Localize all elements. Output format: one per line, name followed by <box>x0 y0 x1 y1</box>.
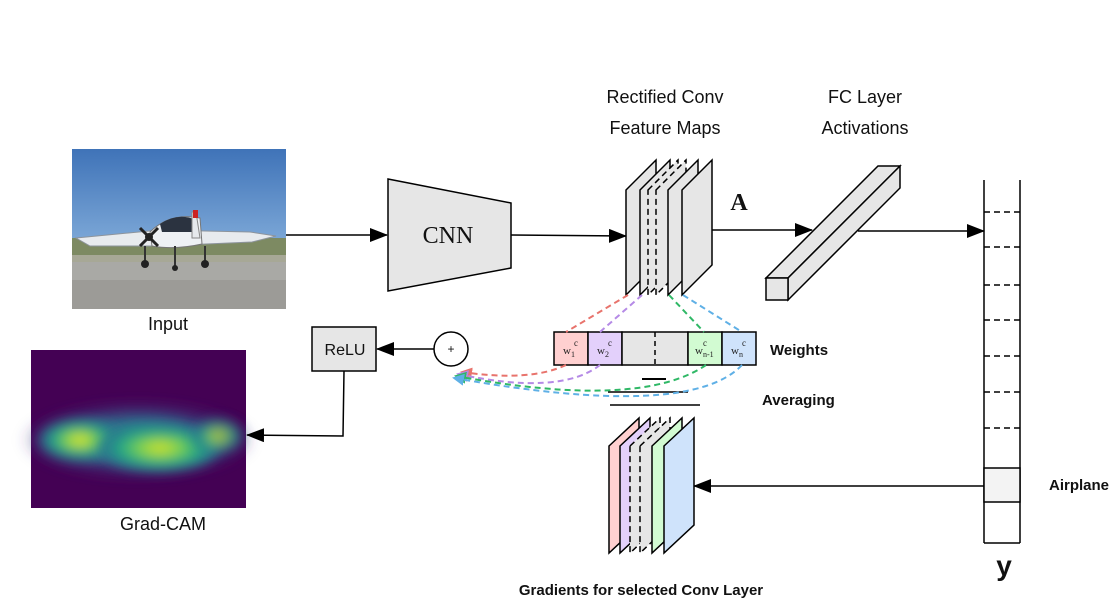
input-label: Input <box>148 314 188 334</box>
fc-layer-bar <box>764 164 902 302</box>
airplane-class-cell <box>983 467 1021 503</box>
weight-cell-wn <box>721 331 757 366</box>
y-symbol: y <box>996 550 1012 581</box>
fc-title-line1: FC Layer <box>828 87 902 107</box>
plus-symbol: + <box>447 342 454 356</box>
relu-label: ReLU <box>325 342 366 359</box>
weights-row: w1 c w2 c wn-1 c wn c <box>553 331 757 366</box>
gradcam-label: Grad-CAM <box>120 514 206 534</box>
relu-to-gradcam-arrow <box>246 370 345 443</box>
a-symbol: A <box>730 190 748 216</box>
airplane-label: Airplane <box>1049 477 1109 494</box>
feature-to-weight-connectors <box>565 294 743 333</box>
svg-text:w1: w1 <box>563 345 575 359</box>
cnn-block: CNN <box>387 178 512 292</box>
feature-maps-stack <box>625 158 713 297</box>
cnn-label: CNN <box>423 223 474 249</box>
featuremaps-title-line1: Rectified Conv <box>606 87 723 107</box>
gradcam-heatmap <box>20 350 256 508</box>
svg-text:w2: w2 <box>597 345 609 359</box>
weight-cell-w2 <box>587 331 623 366</box>
weight-to-sum-curves <box>452 364 743 398</box>
fc-title-line2: Activations <box>821 118 908 138</box>
gradients-stack <box>608 416 695 555</box>
weight-cell-wn1 <box>687 331 723 366</box>
weights-label: Weights <box>770 342 828 359</box>
cnn-to-featuremaps-arrow <box>510 228 627 243</box>
output-vector-y <box>983 180 1021 544</box>
svg-text:wn-1: wn-1 <box>695 345 714 359</box>
sum-node: + <box>433 331 469 367</box>
svg-text:c: c <box>608 338 612 348</box>
weight-cell-w1 <box>553 331 589 366</box>
svg-text:c: c <box>703 338 707 348</box>
input-image <box>72 149 286 309</box>
featuremaps-title-line2: Feature Maps <box>609 118 720 138</box>
airplane-photo-icon <box>74 210 277 271</box>
relu-block: ReLU <box>311 326 377 372</box>
svg-text:wn: wn <box>731 345 743 359</box>
averaging-label: Averaging <box>762 392 835 409</box>
svg-text:c: c <box>574 338 578 348</box>
gradients-label: Gradients for selected Conv Layer <box>519 582 763 599</box>
svg-text:c: c <box>742 338 746 348</box>
